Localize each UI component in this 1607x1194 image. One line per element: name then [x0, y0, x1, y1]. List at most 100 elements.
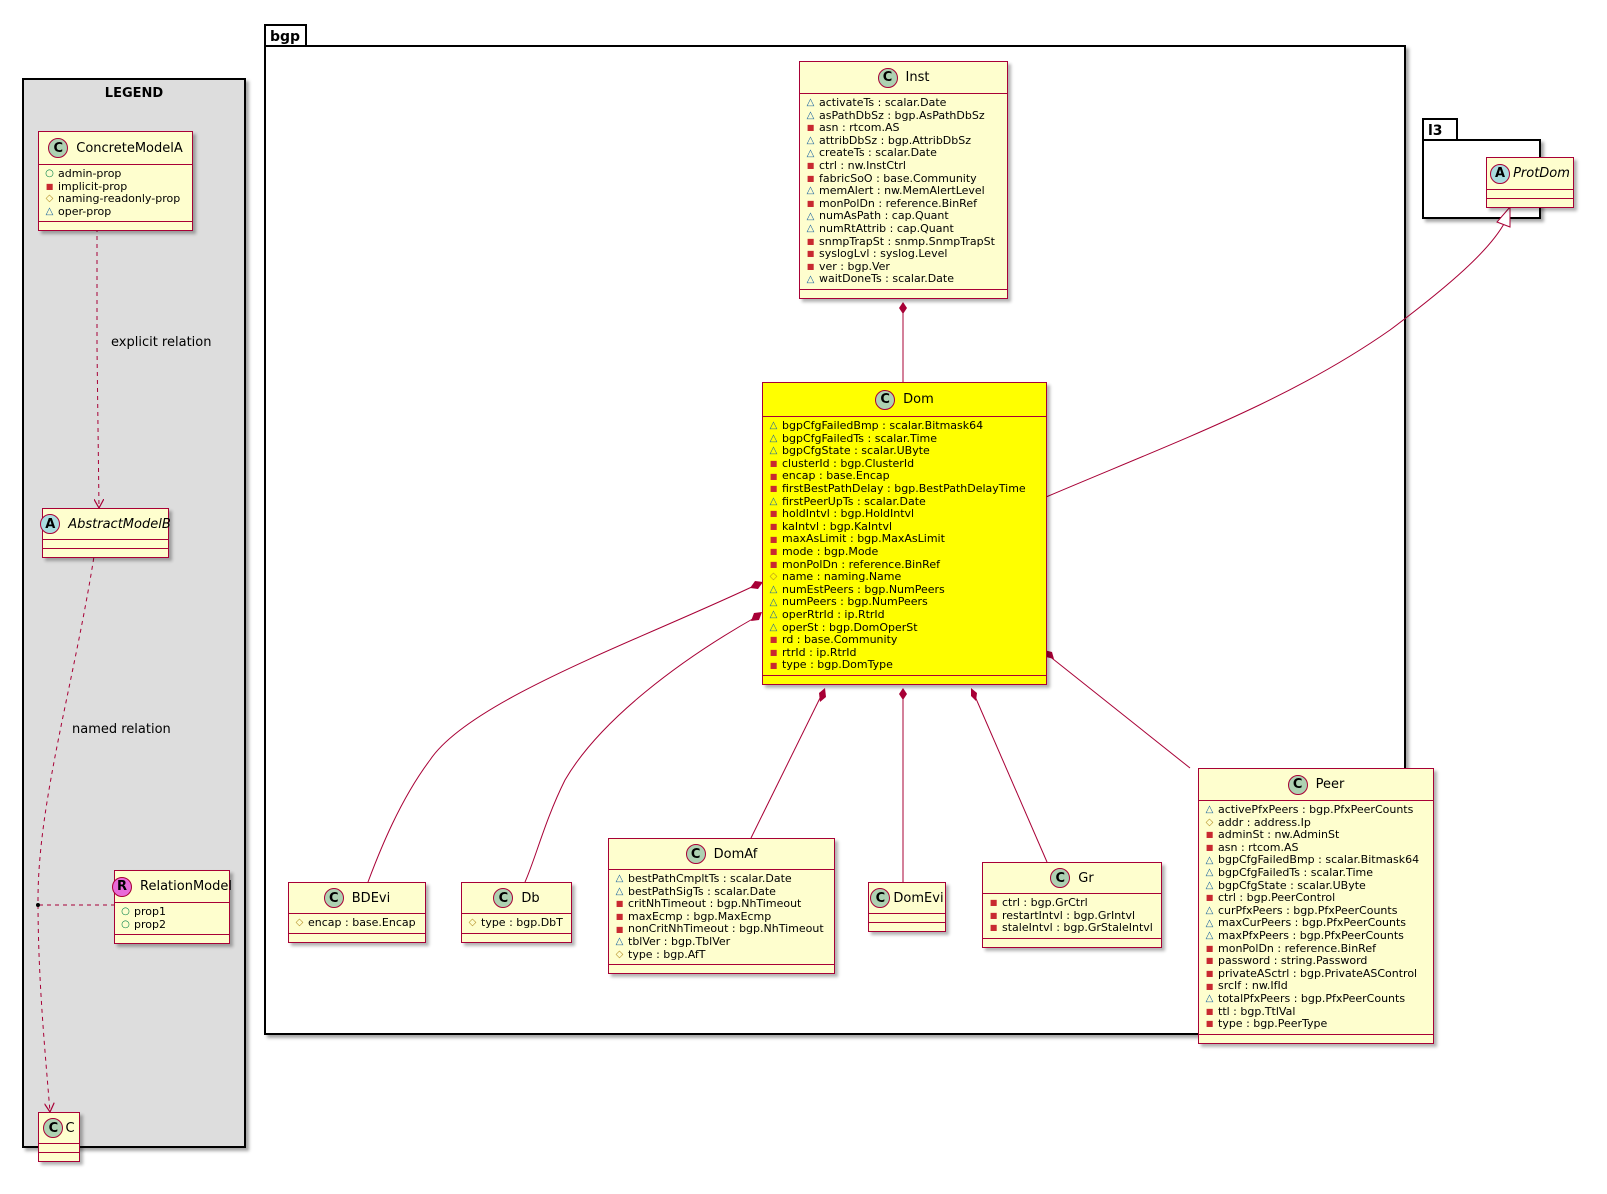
attribute-row: △bgpCfgState : scalar.UByte [1205, 879, 1427, 893]
attribute-text: asPathDbSz : bgp.AsPathDbSz [819, 108, 985, 122]
class-inst[interactable]: C Inst △activateTs : scalar.Date△asPathD… [799, 61, 1008, 299]
attribute-row: △oper-prop [45, 205, 186, 219]
composition-diamond-domevi [899, 688, 907, 700]
attribute-text: ttl : bgp.TtlVal [1218, 1004, 1296, 1018]
visibility-icon: △ [769, 621, 778, 633]
attribute-row: △numPeers : bgp.NumPeers [769, 596, 1040, 609]
class-relationmodel[interactable]: R RelationModel ○prop1○prop2 [112, 870, 232, 945]
attribute-row: ■clusterId : bgp.ClusterId [769, 457, 1040, 471]
class-dom[interactable]: C Dom △bgpCfgFailedBmp : scalar.Bitmask6… [762, 382, 1047, 685]
class-name: Peer [1315, 777, 1345, 792]
attribute-row: ■implicit-prop [45, 180, 186, 194]
attribute-text: kaIntvl : bgp.KaIntvl [782, 519, 893, 533]
visibility-icon: ○ [121, 918, 130, 930]
attribute-row: △activateTs : scalar.Date [806, 96, 1001, 110]
visibility-icon: ■ [769, 522, 778, 532]
attribute-text: numEstPeers : bgp.NumPeers [782, 582, 945, 596]
visibility-icon: △ [806, 97, 815, 109]
composition-diamond-inst [899, 302, 907, 314]
attribute-row: ■maxEcmp : bgp.MaxEcmp [615, 909, 828, 924]
class-domevi[interactable]: C DomEvi [868, 882, 946, 932]
visibility-icon: △ [1205, 993, 1214, 1005]
attribute-row: △waitDoneTs : scalar.Date [806, 273, 1001, 286]
visibility-icon: △ [769, 584, 778, 596]
class-c-icon: C [877, 67, 898, 88]
attribute-row: ■ver : bgp.Ver [806, 260, 1001, 274]
abstract-class-a-icon: A [1490, 163, 1511, 184]
class-db[interactable]: C Db ◇type : bgp.DbT [461, 882, 572, 943]
class-peer[interactable]: C Peer △activePfxPeers : bgp.PfxPeerCoun… [1198, 768, 1434, 1044]
visibility-icon: ■ [615, 899, 624, 909]
attribute-row: ■ctrl : nw.InstCtrl [806, 159, 1001, 173]
attribute-text: snmpTrapSt : snmp.SnmpTrapSt [819, 234, 995, 248]
visibility-icon: ■ [769, 660, 778, 670]
visibility-icon: ■ [1205, 1019, 1214, 1029]
attribute-row: △createTs : scalar.Date [806, 147, 1001, 160]
visibility-icon: ■ [769, 635, 778, 645]
class-abstractmodelb[interactable]: A AbstractModelB [40, 508, 171, 558]
attribute-text: nonCritNhTimeout : bgp.NhTimeout [628, 922, 824, 936]
visibility-icon: △ [769, 432, 778, 444]
named-relation-label: named relation [72, 722, 171, 737]
attribute-row: ◇naming-readonly-prop [45, 193, 186, 206]
explicit-relation-label: explicit relation [111, 335, 212, 350]
attribute-text: mode : bgp.Mode [782, 544, 879, 558]
attribute-row: ■ srcIf : nw.IfId [1205, 980, 1427, 993]
attribute-row: ■maxAsLimit : bgp.MaxAsLimit [769, 533, 1040, 546]
attribute-row: ■privateASctrl : bgp.PrivateASControl [1205, 967, 1427, 981]
package-bgp-tab: bgp [264, 24, 307, 46]
attribute-text: staleIntvl : bgp.GrStaleIntvl [1002, 921, 1153, 935]
attribute-text: operSt : bgp.DomOperSt [782, 620, 918, 634]
class-bdevi[interactable]: C BDEvi ◇encap : base.Encap [288, 882, 426, 943]
visibility-icon: ■ [769, 534, 778, 544]
attribute-text: curPfxPeers : bgp.PfxPeerCounts [1218, 903, 1398, 917]
class-name: Db [521, 890, 540, 906]
attribute-text: maxEcmp : bgp.MaxEcmp [628, 909, 772, 923]
attribute-text: encap : base.Encap [782, 469, 890, 483]
class-gr[interactable]: C Gr ■ctrl : bgp.GrCtrl■restartIntvl : b… [982, 862, 1162, 948]
attribute-text: rd : base.Community [782, 633, 898, 647]
attribute-text: naming-readonly-prop [58, 192, 181, 206]
attribute-row: △ asPathDbSz : bgp.AsPathDbSz [806, 108, 1001, 123]
composition-diamond-domaf [819, 688, 826, 702]
attribute-row: △operRtrId : ip.RtrId [769, 607, 1040, 622]
visibility-icon: ■ [769, 647, 778, 657]
visibility-icon: ○ [121, 906, 130, 918]
attribute-row: ◇type : bgp.AfT [615, 948, 828, 962]
visibility-icon: △ [1205, 930, 1214, 942]
attribute-text: createTs : scalar.Date [819, 146, 937, 160]
attribute-text: type : bgp.PeerType [1218, 1017, 1328, 1031]
attribute-text: bgpCfgState : scalar.UByte [782, 444, 930, 458]
class-c-icon: C [875, 389, 896, 410]
attribute-row: ■ttl : bgp.TtlVal [1205, 1004, 1427, 1019]
attribute-row: ■asn : rtcom.AS [1205, 841, 1427, 855]
attribute-row: ■monPolDn : reference.BinRef [769, 558, 1040, 572]
composition-diamond-bdevi [750, 581, 763, 589]
attribute-row: ■syslogLvl : syslog.Level [806, 248, 1001, 261]
visibility-icon: △ [769, 445, 778, 457]
visibility-icon: ■ [615, 924, 624, 934]
composition-diamond-gr [971, 688, 977, 701]
attribute-text: bestPathSigTs : scalar.Date [628, 884, 776, 898]
attribute-text: activePfxPeers : bgp.PfxPeerCounts [1218, 803, 1414, 816]
class-concretemodela[interactable]: C ConcreteModelA ○admin-prop■implicit-pr… [38, 131, 193, 232]
attribute-row: ■critNhTimeout : bgp.NhTimeout [615, 898, 828, 911]
attribute-row: ■staleIntvl : bgp.GrStaleIntvl [989, 922, 1155, 935]
attribute-text: type : bgp.DbT [481, 916, 563, 929]
attribute-text: bgpCfgFailedBmp : scalar.Bitmask64 [1218, 853, 1420, 867]
class-c-icon: C [493, 888, 514, 908]
class-domaf[interactable]: C DomAf △bestPathCmpltTs : scalar.Date△b… [608, 838, 835, 975]
attribute-row: △bgpCfgFailedTs : scalar.Time [1205, 866, 1427, 880]
class-protdom[interactable]: A ProtDom [1486, 157, 1574, 208]
visibility-icon: ■ [1205, 981, 1214, 991]
attribute-text: operRtrId : ip.RtrId [782, 607, 885, 621]
attribute-text: numAsPath : cap.Quant [819, 209, 949, 223]
visibility-icon: ■ [769, 484, 778, 494]
visibility-icon: △ [806, 109, 815, 121]
attribute-text: bgpCfgFailedTs : scalar.Time [782, 431, 937, 445]
attribute-text: srcIf : nw.IfId [1218, 979, 1288, 993]
class-c-icon: C [48, 138, 69, 158]
visibility-icon: ■ [806, 199, 815, 209]
class-c[interactable]: C C [38, 1112, 80, 1162]
attribute-text: memAlert : nw.MemAlertLevel [819, 184, 985, 198]
